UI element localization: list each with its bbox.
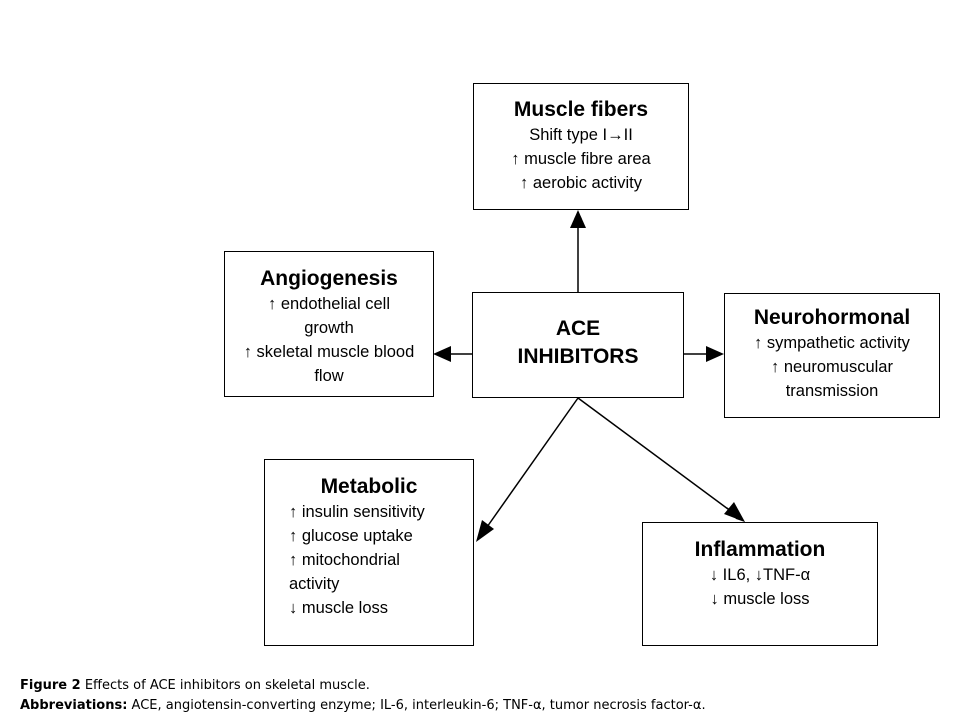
- metabolic-line: ↓ muscle loss: [289, 599, 389, 617]
- angiogenesis-box: Angiogenesis ↑ endothelial cell growth ↑…: [224, 251, 434, 397]
- metabolic-title: Metabolic: [320, 475, 418, 498]
- angiogenesis-line: ↑ skeletal muscle blood: [243, 343, 415, 361]
- arrowhead-neurohormonal: [706, 346, 724, 362]
- neurohormonal-line: ↑ neuromuscular: [771, 358, 893, 376]
- ace-title-line1: ACE: [555, 317, 601, 340]
- figure-caption: Figure 2 Effects of ACE inhibitors on sk…: [20, 677, 370, 694]
- muscle-fibers-title: Muscle fibers: [513, 98, 649, 121]
- arrowhead-inflammation-fill: [724, 502, 745, 522]
- muscle-fibers-line: ↑ aerobic activity: [520, 174, 642, 192]
- neurohormonal-title: Neurohormonal: [753, 306, 911, 329]
- neurohormonal-box: Neurohormonal ↑ sympathetic activity ↑ n…: [724, 293, 940, 418]
- arrow-to-inflammation: [577, 397, 733, 513]
- angiogenesis-title: Angiogenesis: [260, 267, 398, 290]
- ace-title-line2: INHIBITORS: [517, 345, 639, 368]
- muscle-fibers-box: Muscle fibers Shift type I→II ↑ muscle f…: [473, 83, 689, 210]
- metabolic-line: ↑ glucose uptake: [289, 527, 413, 545]
- abbreviations-text: ACE, angiotensin-converting enzyme; IL-6…: [127, 698, 706, 713]
- abbreviations-caption: Abbreviations: ACE, angiotensin-converti…: [20, 697, 706, 714]
- angiogenesis-line: growth: [304, 319, 354, 337]
- metabolic-line: ↑ mitochondrial: [289, 551, 400, 569]
- neurohormonal-line: transmission: [785, 382, 879, 400]
- muscle-fibers-line: ↑ muscle fibre area: [511, 150, 651, 168]
- neurohormonal-line: ↑ sympathetic activity: [754, 334, 910, 352]
- angiogenesis-line: ↑ endothelial cell: [268, 295, 390, 313]
- figure-caption-text: Effects of ACE inhibitors on skeletal mu…: [80, 678, 370, 693]
- ace-inhibitors-box: ACE INHIBITORS: [472, 292, 684, 398]
- arrowhead-muscle-fibers: [570, 210, 586, 228]
- metabolic-box: Metabolic ↑ insulin sensitivity ↑ glucos…: [264, 459, 474, 646]
- arrowhead-metabolic: [476, 520, 494, 542]
- arrow-to-metabolic: [486, 397, 579, 528]
- angiogenesis-line: flow: [314, 367, 344, 385]
- arrowhead-angiogenesis: [433, 346, 451, 362]
- figure-label: Figure 2: [20, 678, 81, 693]
- inflammation-line: ↓ muscle loss: [710, 590, 810, 608]
- inflammation-title: Inflammation: [694, 538, 826, 561]
- muscle-fibers-line: Shift type I→II: [529, 126, 633, 144]
- inflammation-line: ↓ IL6, ↓TNF-α: [709, 566, 811, 584]
- metabolic-line: ↑ insulin sensitivity: [289, 503, 425, 521]
- inflammation-box: Inflammation ↓ IL6, ↓TNF-α ↓ muscle loss: [642, 522, 878, 646]
- abbreviations-label: Abbreviations:: [20, 698, 128, 713]
- metabolic-line: activity: [289, 575, 340, 593]
